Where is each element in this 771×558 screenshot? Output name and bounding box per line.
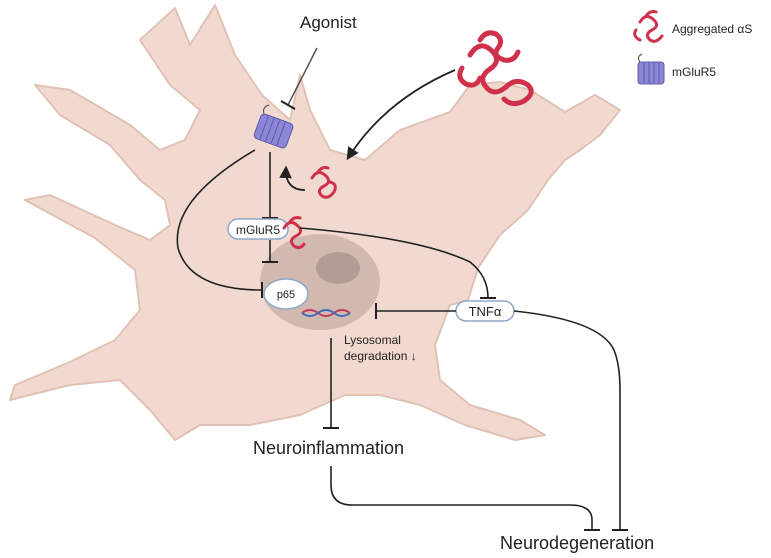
mglur5-box: [227, 218, 289, 240]
agonist-inhibition-bar: [280, 100, 296, 110]
legend-aggregated-alpha-synuclein-icon: [633, 10, 664, 43]
legend-label-mglur5: mGluR5: [672, 65, 716, 79]
mglur5-box-label: mGluR5: [236, 223, 280, 237]
agonist-label: Agonist: [300, 13, 357, 32]
neuroinflammation-to-neurodegeneration-path: [330, 466, 593, 530]
mglur5-to-tnfa-curve: [299, 227, 489, 299]
legend-mglur5-receptor-icon: [637, 53, 665, 85]
legend-label-aggregated-as: Aggregated αS: [672, 22, 752, 36]
neuroinflammation-label: Neuroinflammation: [253, 438, 404, 458]
aggregated-alpha-synuclein-extracellular-icon: [457, 30, 534, 107]
p65-label: p65: [277, 289, 295, 301]
aggregated-alpha-synuclein-small-icon: [310, 166, 337, 199]
legend: Aggregated αS mGluR5: [633, 10, 752, 85]
dna-icon: [301, 309, 351, 317]
aggregate-entry-arrow: [346, 69, 456, 161]
cell-body: [9, 4, 621, 441]
nucleolus: [316, 252, 360, 284]
lysosomal-label-line1: Lysosomal: [344, 333, 401, 347]
aggregate-to-receptor-arrow: [279, 165, 306, 191]
aggregated-alpha-synuclein-bound-icon: [282, 216, 306, 250]
mglur5-receptor-icon: [253, 104, 294, 149]
tnfa-label: TNFα: [469, 304, 502, 319]
lysosomal-label-line2: degradation ↓: [344, 349, 417, 363]
receptor-to-p65-curve: [176, 149, 263, 291]
neurodegeneration-label: Neurodegeneration: [500, 533, 654, 553]
tnfa-to-neurodegeneration-path: [513, 310, 621, 530]
agonist-inhibition-line: [287, 47, 318, 106]
p65-node: [263, 278, 309, 310]
